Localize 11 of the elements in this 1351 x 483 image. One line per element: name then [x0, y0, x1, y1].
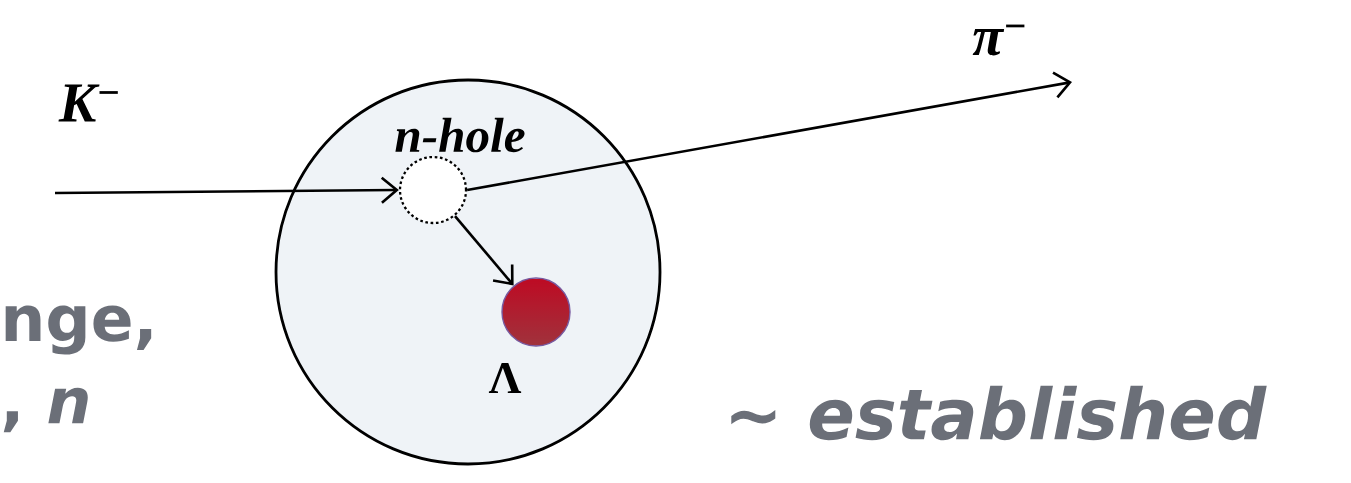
- arrow: [466, 71, 1072, 192]
- particle-label: Λ: [488, 362, 522, 394]
- text-fragment: , n: [3, 387, 88, 433]
- hole-label: n-hole: [395, 117, 525, 153]
- particle-symbol: π$^{−}$: [972, 24, 1025, 56]
- arrow: [454, 215, 514, 286]
- text-fragment: nge,: [5, 305, 152, 355]
- nucleus-circle: [274, 78, 662, 466]
- particle-symbol: K$^{−}$: [58, 84, 118, 122]
- status-text: ~ established: [731, 385, 1267, 441]
- arrow: [55, 176, 399, 204]
